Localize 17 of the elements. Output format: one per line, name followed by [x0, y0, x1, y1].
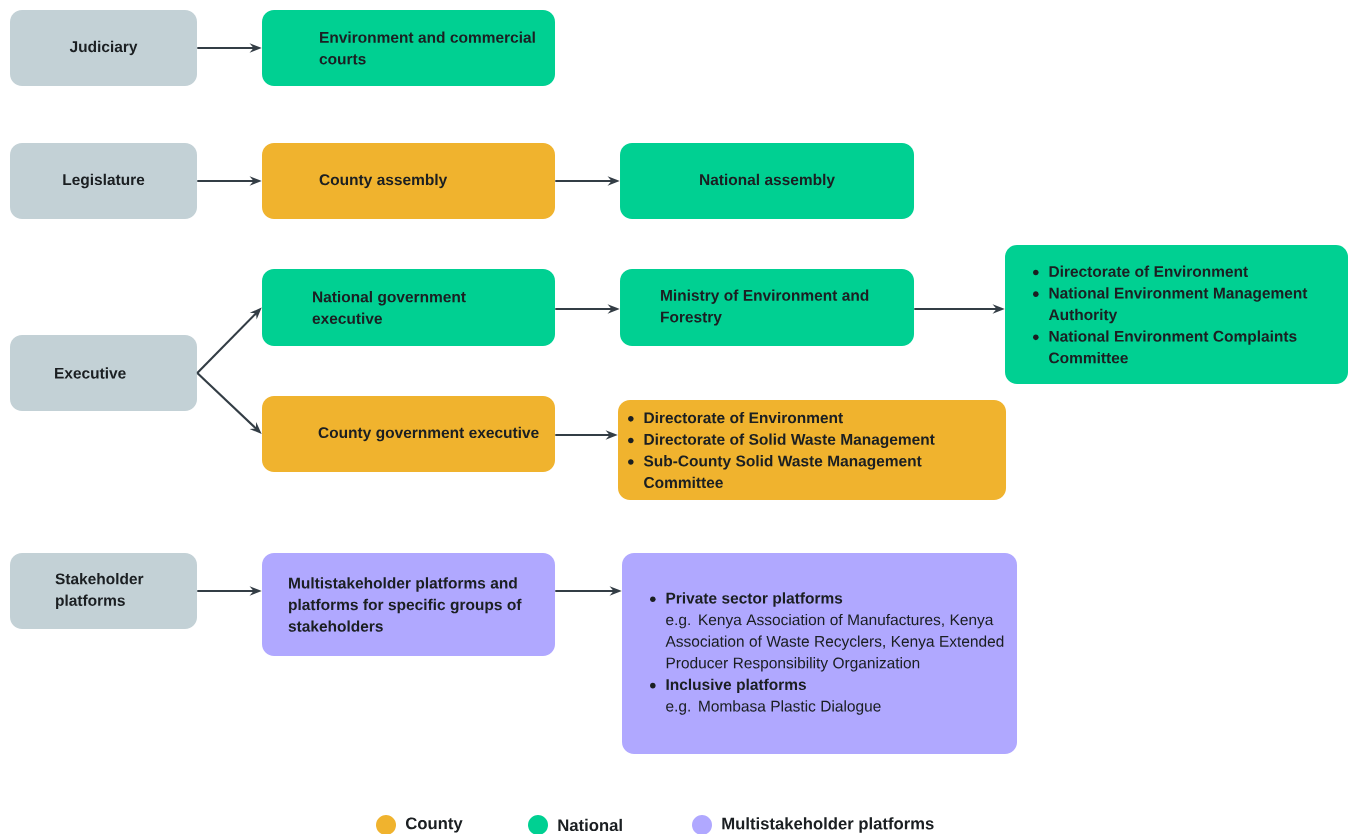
branch-box: Executive [10, 335, 197, 411]
platform-box: Multistakeholder platforms and platforms for specific groups of stakeholders [262, 553, 555, 656]
platform-box: Private sector platforms e.g. Kenya Association of Manufactures, Kenya Association of Waste Recyclers, Kenya Extended Producer Responsibility Organization Inclusive platforms e.g. Mombasa Plastic Dialogue [622, 553, 1017, 754]
county-box: County assembly [262, 143, 555, 219]
county-box: Directorate of Environment Directorate of Solid Waste Management Sub-County Solid Waste Management Committee [618, 400, 1006, 500]
national-box: Environment and commercial courts [262, 10, 555, 86]
county-box: County government executive [262, 396, 555, 472]
branch-box: Legislature [10, 143, 197, 219]
branch-box: Judiciary [10, 10, 197, 86]
national-box: National government executive [262, 269, 555, 346]
national-box: National assembly [620, 143, 914, 219]
branch-box: Stakeholder platforms [10, 553, 197, 629]
national-box: Directorate of Environment National Environment Management Authority National Environment Complaints Committee [1005, 245, 1348, 384]
legend-label: County [405, 817, 463, 833]
legend-label: Multistakeholder platforms [722, 817, 934, 833]
legend-label: National [558, 818, 622, 832]
national-box: Ministry of Environment and Forestry [620, 269, 914, 346]
